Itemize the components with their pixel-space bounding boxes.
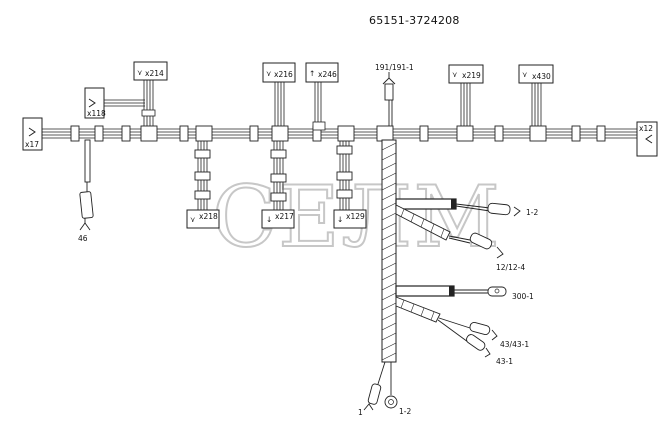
x218-symbol: ⋎ bbox=[190, 215, 196, 224]
t46-label: 46 bbox=[78, 234, 88, 243]
t12-12-4-label: 12/12-4 bbox=[496, 263, 525, 272]
x219-symbol: ⋎ bbox=[452, 70, 458, 79]
branch-x214: ⋎ x214 bbox=[133, 61, 168, 126]
connector-x12: x12 bbox=[636, 121, 658, 157]
terminal-43-43-1: 43/43-1 43-1 bbox=[395, 296, 529, 366]
x129-text: x129 bbox=[346, 212, 365, 221]
t43-43-1-label: 43/43-1 bbox=[500, 340, 529, 349]
t300-1-label: 300-1 bbox=[512, 292, 534, 301]
x214-text: x214 bbox=[145, 69, 164, 78]
t1-2-bottom-label: 1-2 bbox=[399, 407, 411, 416]
x430-symbol: ⋎ bbox=[522, 70, 528, 79]
x246-text: x246 bbox=[318, 70, 337, 79]
t191-label: 191/191-1 bbox=[375, 63, 414, 72]
terminal-1-2-top: 1-2 bbox=[395, 198, 538, 217]
branch-x217: ↓ x217 bbox=[261, 141, 295, 229]
x216-symbol: ⋎ bbox=[266, 69, 272, 78]
terminal-46: 46 bbox=[78, 139, 94, 243]
branch-x118: x118 bbox=[84, 87, 145, 119]
branch-x219: ⋎ x219 bbox=[448, 64, 484, 126]
t43-1-label: 43-1 bbox=[496, 357, 513, 366]
x129-symbol: ↓ bbox=[337, 215, 343, 224]
branch-x216: ⋎ x216 bbox=[262, 62, 296, 126]
terminal-12-12-4: 12/12-4 bbox=[395, 204, 525, 272]
x118-label: x118 bbox=[87, 109, 106, 118]
connector-x17: x17 bbox=[22, 117, 43, 151]
branch-x129: ↓ x129 bbox=[333, 141, 367, 229]
branch-x430: ⋎ x430 bbox=[518, 64, 554, 126]
x12-label: x12 bbox=[639, 124, 653, 133]
x214-label: ⋎ bbox=[137, 68, 143, 77]
x217-symbol: ↓ bbox=[266, 215, 272, 224]
terminal-1-2-bottom: 1-2 bbox=[384, 362, 411, 416]
x246-symbol: ↑ bbox=[309, 69, 315, 78]
x216-text: x216 bbox=[274, 70, 293, 79]
trunk-clamps bbox=[70, 125, 606, 142]
x17-label: x17 bbox=[25, 140, 39, 149]
x430-text: x430 bbox=[532, 72, 551, 81]
branch-x218: ⋎ x218 bbox=[186, 141, 220, 229]
drawing-number: 65151-3724208 bbox=[369, 14, 460, 27]
x217-text: x217 bbox=[275, 212, 294, 221]
vertical-trunk bbox=[381, 139, 397, 363]
t1-2-top-label: 1-2 bbox=[526, 208, 538, 217]
x218-text: x218 bbox=[199, 212, 218, 221]
terminal-300-1: 300-1 bbox=[395, 285, 534, 301]
x219-text: x219 bbox=[462, 71, 481, 80]
terminal-1: 1 bbox=[358, 361, 386, 417]
branch-x246: ↑ x246 bbox=[305, 62, 339, 131]
terminal-191: 191/191-1 bbox=[375, 63, 414, 126]
t1-label: 1 bbox=[358, 408, 363, 417]
